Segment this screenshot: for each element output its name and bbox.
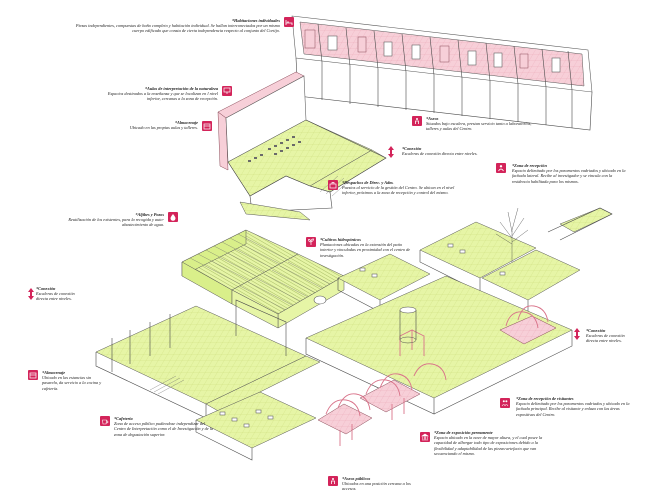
toilet-icon	[328, 476, 338, 486]
label-body: Plantaciones ubicadas en la extensión de…	[320, 242, 411, 258]
label-body: Zona de acceso público pudiendose indepe…	[114, 421, 214, 437]
label-aseos-publicos: *Aseos públicos Ubicados en una posición…	[342, 476, 422, 492]
plant-icon	[306, 237, 316, 247]
museum-icon	[420, 432, 430, 442]
label-habitaciones: *Habitaciones individuales Piezas indepe…	[70, 18, 280, 34]
label-zona-exposicion: *Zona de exposición permanente Espacio u…	[434, 430, 548, 456]
label-title: *Cafetería	[114, 416, 133, 421]
vertical-arrow-icon	[28, 288, 34, 300]
aulas-block	[217, 71, 387, 221]
label-body: Espacio delimitado por los paramentos va…	[512, 168, 626, 184]
label-title: *Aseos públicos	[342, 476, 371, 481]
label-title: *Almacenaje	[174, 120, 198, 125]
classroom-icon	[222, 86, 232, 96]
label-zona-recepcion-visitantes: *Zona de recepción de visitantes Espacio…	[516, 396, 630, 417]
label-conexion-3: *Conexión Escaleras de conexión directa …	[586, 328, 636, 344]
label-conexion-1: *Conexión Escaleras de conexión directa …	[402, 146, 482, 156]
label-body: Escaleras de conexión directa entre nive…	[586, 333, 625, 344]
label-title: *Zona de recepción de visitantes	[516, 396, 574, 401]
storage-icon	[202, 121, 212, 131]
label-body: Espacios destinados a la enseñanza y que…	[107, 91, 218, 102]
well-icon	[168, 212, 178, 222]
label-body: Espacio delimitado por los paramentos va…	[516, 401, 630, 417]
visitor-icon	[500, 398, 510, 408]
label-body: Ubicado en las estancias sin pasarela, d…	[42, 375, 102, 391]
label-almacenaje-2: *Almacenaje Ubicado en las estancias sin…	[42, 370, 106, 391]
label-body: Escaleras de conexión directa entre nive…	[402, 151, 478, 157]
label-aulas: *Aulas de interpretación de la naturalez…	[100, 86, 218, 102]
label-almacenaje-1: *Almacenaje Ubicado en las propias aulas…	[108, 120, 198, 130]
label-body: Puestos al servicio de la gestión del Ce…	[342, 185, 455, 196]
label-title: *Despachos de Direc. y Adm.	[342, 180, 394, 185]
storage-icon	[28, 370, 38, 380]
label-body: Escaleras de conexión directa entre nive…	[36, 291, 75, 302]
office-icon	[328, 180, 338, 190]
label-body: Ubicado en las propias aulas y talleres.	[129, 125, 198, 131]
label-title: *Conexión	[402, 146, 422, 151]
label-title: *Zona de recepción	[512, 163, 547, 168]
greenhouse-block	[181, 229, 345, 329]
reception-icon	[496, 163, 506, 173]
label-body: Espacio ubicado en la nave de mayor altu…	[434, 435, 543, 456]
toilet-icon	[412, 116, 422, 126]
label-title: *Zona de exposición permanente	[434, 430, 493, 435]
label-title: *Habitaciones individuales	[231, 18, 280, 23]
label-title: *Aulas de interpretación de la naturalez…	[144, 86, 218, 91]
label-title: *Almacenaje	[42, 370, 66, 375]
vertical-arrow-icon	[388, 146, 394, 158]
vertical-arrow-icon	[574, 328, 580, 340]
label-body: Piezas independientes, compuestas de bañ…	[75, 23, 280, 34]
label-cafeteria: *Cafetería Zona de acceso público pudien…	[114, 416, 218, 437]
label-title: *Cultivos hidropónicos	[320, 237, 361, 242]
cafeteria-block	[95, 299, 321, 461]
label-cultivos: *Cultivos hidropónicos Plantaciones ubic…	[320, 237, 412, 258]
label-aseos: *Aseos Situados bajo escalera, prestan s…	[426, 116, 532, 132]
label-title: *Conexión	[586, 328, 606, 333]
label-body: Situados bajo escalera, prestan servicio…	[426, 121, 532, 132]
label-title: *Conexión	[36, 286, 56, 291]
label-despachos: *Despachos de Direc. y Adm. Puestos al s…	[342, 180, 456, 196]
label-title: *Aseos	[426, 116, 439, 121]
label-body: Reutilización de los existentes, para la…	[68, 217, 164, 228]
label-conexion-2: *Conexión Escaleras de conexión directa …	[36, 286, 80, 302]
label-aljibes: *Aljibes y Pozos Reutilización de los ex…	[48, 212, 164, 228]
coffee-cup-icon	[100, 416, 110, 426]
label-title: *Aljibes y Pozos	[135, 212, 164, 217]
label-body: Ubicados en una posición cercana a los a…	[342, 481, 411, 492]
exposicion-block	[305, 275, 573, 446]
bed-icon	[284, 17, 294, 27]
habitaciones-block	[291, 15, 593, 131]
label-zona-recepcion: *Zona de recepción Espacio delimitado po…	[512, 163, 630, 184]
